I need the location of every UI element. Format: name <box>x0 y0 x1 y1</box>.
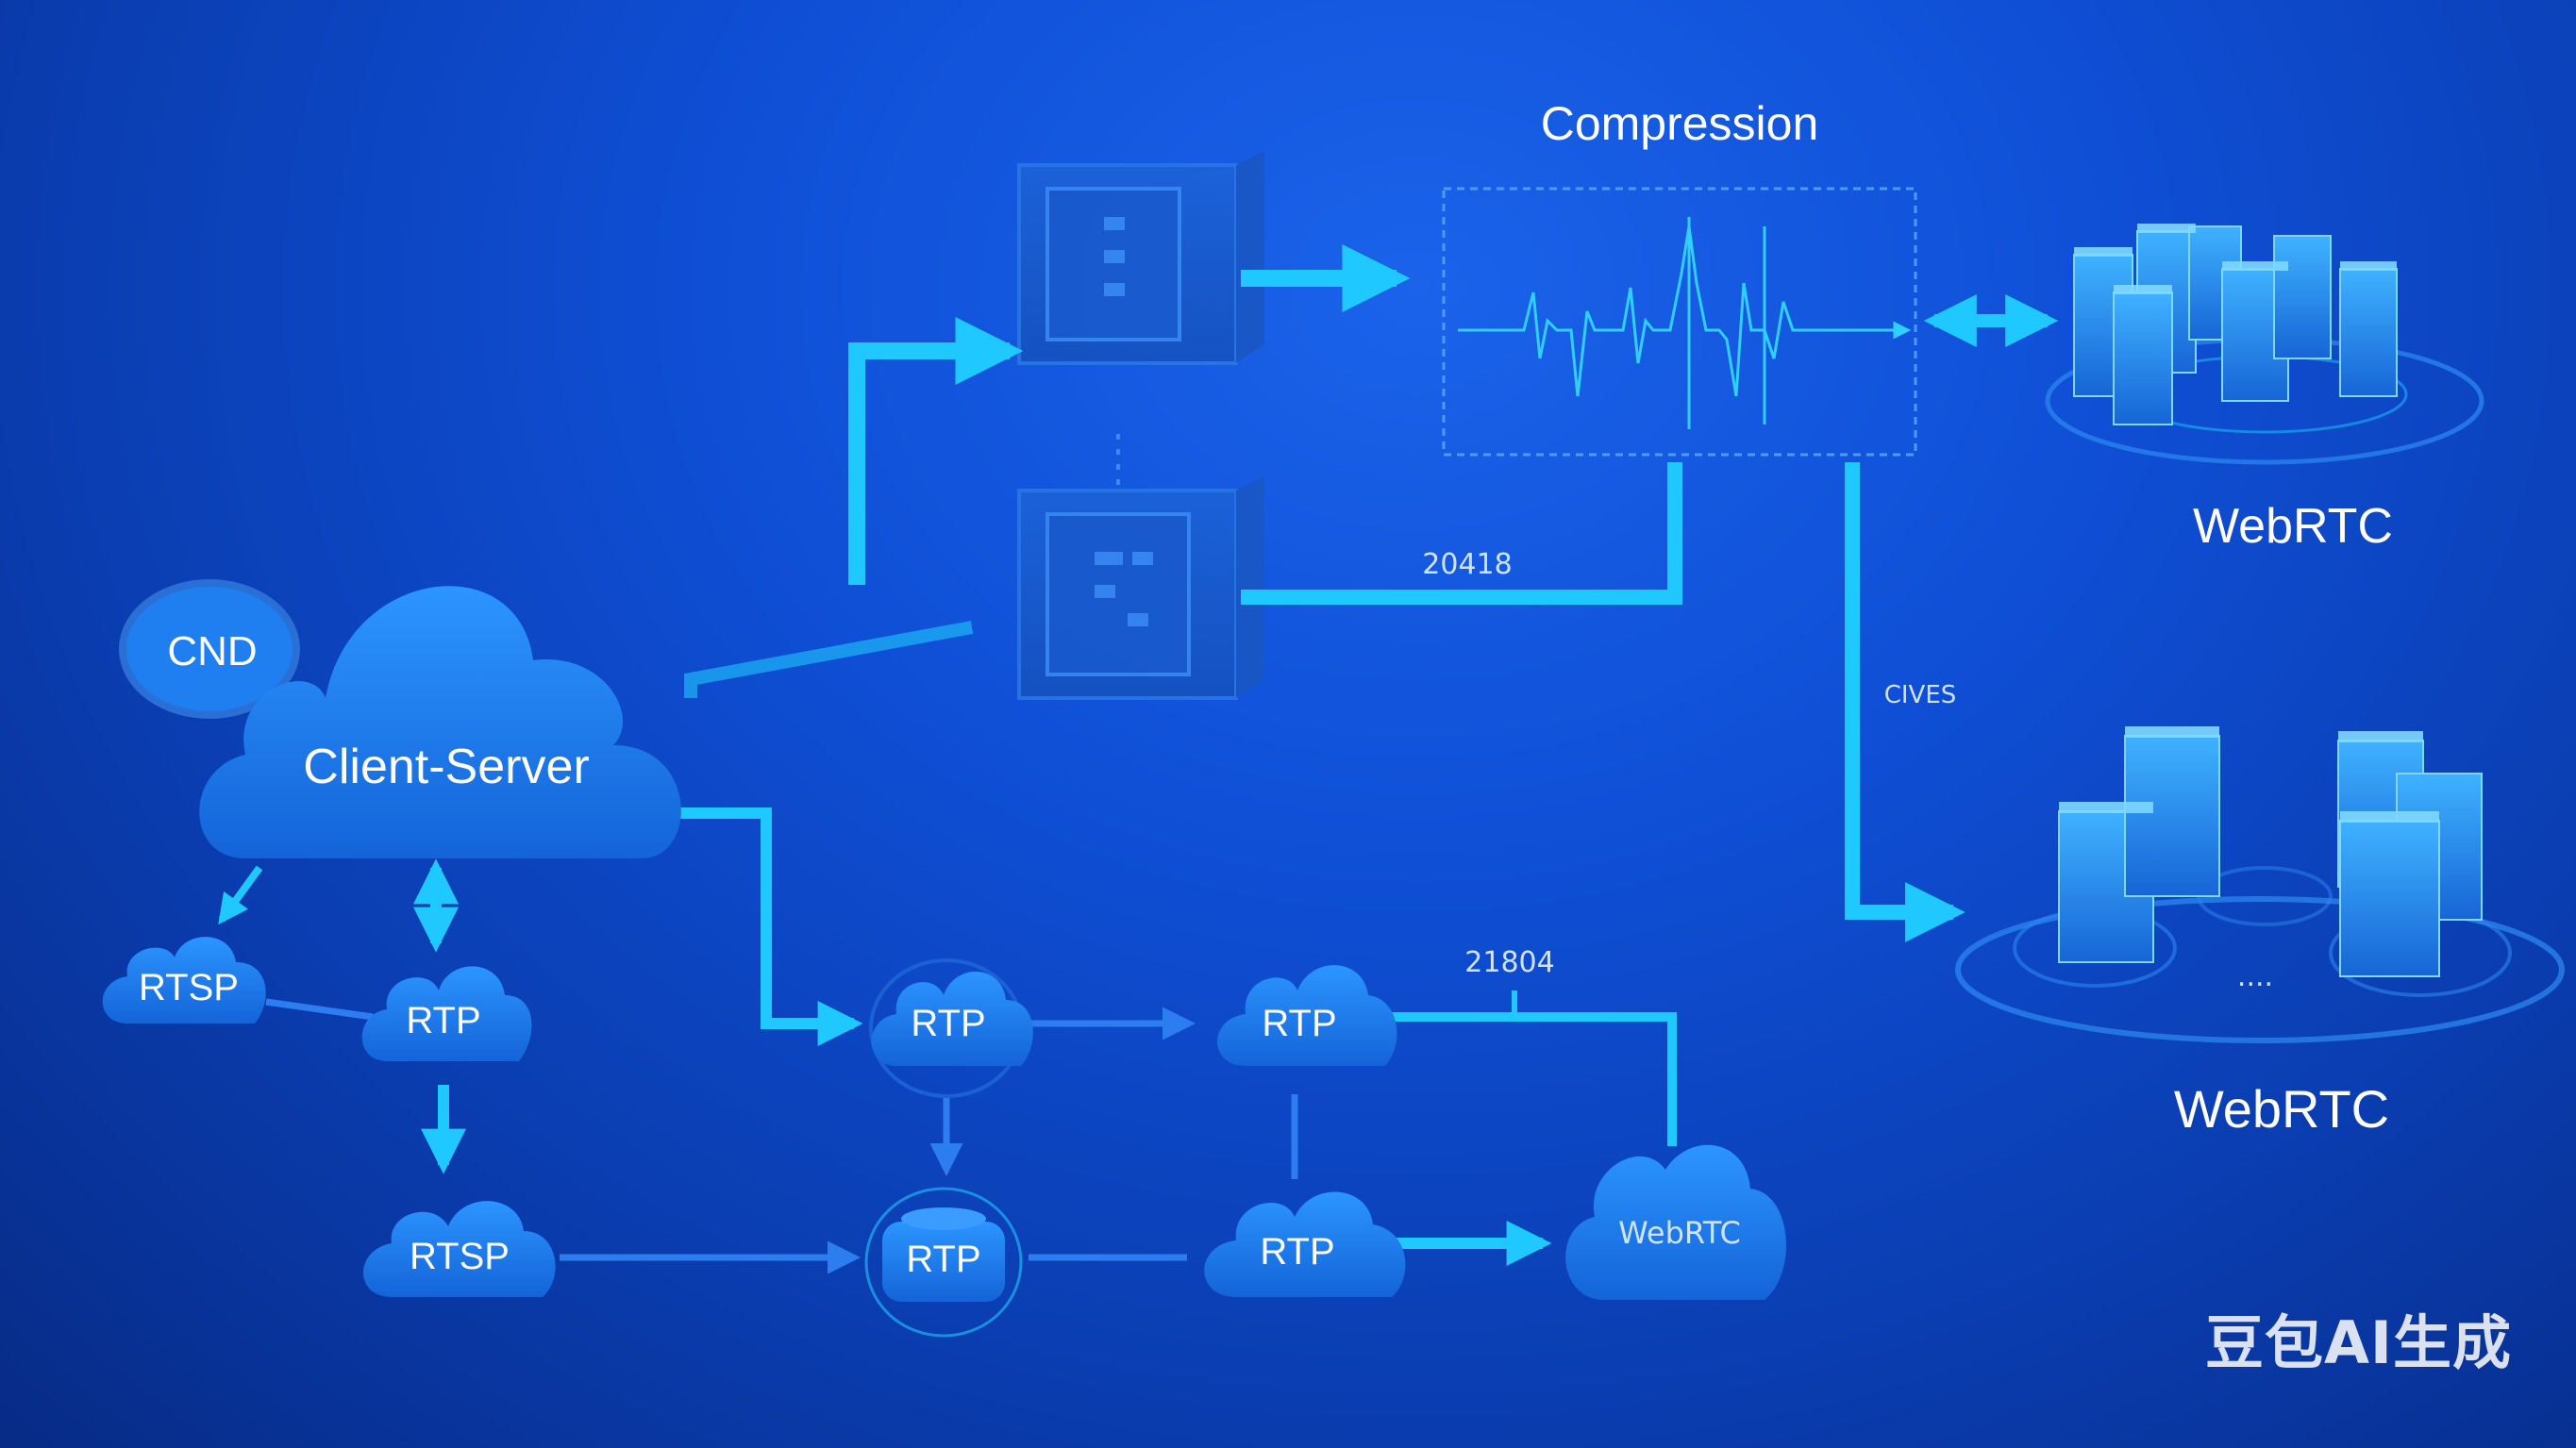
rtp-mid-top-label: RTP <box>911 1003 985 1044</box>
node-rtp-mid-top: RTP <box>869 958 1033 1098</box>
server-lower <box>1017 476 1264 700</box>
node-rtp-right-bottom: RTP <box>1204 1191 1406 1297</box>
cives-label: CIVES <box>1884 681 1957 709</box>
node-rtp-mid-bottom: RTP <box>864 1187 1023 1338</box>
rtp-right-top-label: RTP <box>1262 1003 1336 1044</box>
node-webrtc-cloud: WebRTC <box>1565 1144 1786 1300</box>
server-upper <box>1017 151 1264 365</box>
ai-watermark: 豆包AI生成 <box>2204 1308 2512 1377</box>
node-rtp-left: RTP <box>361 966 532 1061</box>
cluster-ellipsis: .... <box>2237 960 2273 993</box>
rtp-left-label: RTP <box>406 1000 480 1041</box>
cnd-label: CND <box>167 628 257 674</box>
webrtc-cluster-top <box>2045 224 2484 465</box>
compression-box <box>1442 187 1917 457</box>
number-20418: 20418 <box>1422 548 1512 581</box>
webrtc-top-label: WebRTC <box>2193 499 2393 554</box>
node-rtsp-left: RTSP <box>102 937 266 1024</box>
waveform-icon <box>1458 217 1912 429</box>
node-rtp-right-top: RTP <box>1217 965 1397 1066</box>
cnd-badge <box>119 579 300 719</box>
connectors <box>218 244 2059 1266</box>
rtp-mid-bottom-label: RTP <box>906 1239 980 1280</box>
webrtc-right-label: WebRTC <box>2174 1079 2389 1139</box>
client-server-cloud <box>199 586 681 858</box>
webrtc-cluster-bottom <box>1955 726 2565 1043</box>
number-21804: 21804 <box>1464 946 1554 979</box>
rtp-right-bottom-label: RTP <box>1260 1231 1334 1273</box>
dark-connectors <box>265 998 1298 1274</box>
client-server-label: Client-Server <box>303 740 589 794</box>
node-rtsp-bottom: RTSP <box>363 1201 556 1297</box>
compression-label: Compression <box>1541 97 1819 150</box>
webrtc-cloud-label: WebRTC <box>1618 1215 1741 1251</box>
rtsp-bottom-label: RTSP <box>410 1236 510 1277</box>
rtsp-left-label: RTSP <box>139 967 239 1008</box>
